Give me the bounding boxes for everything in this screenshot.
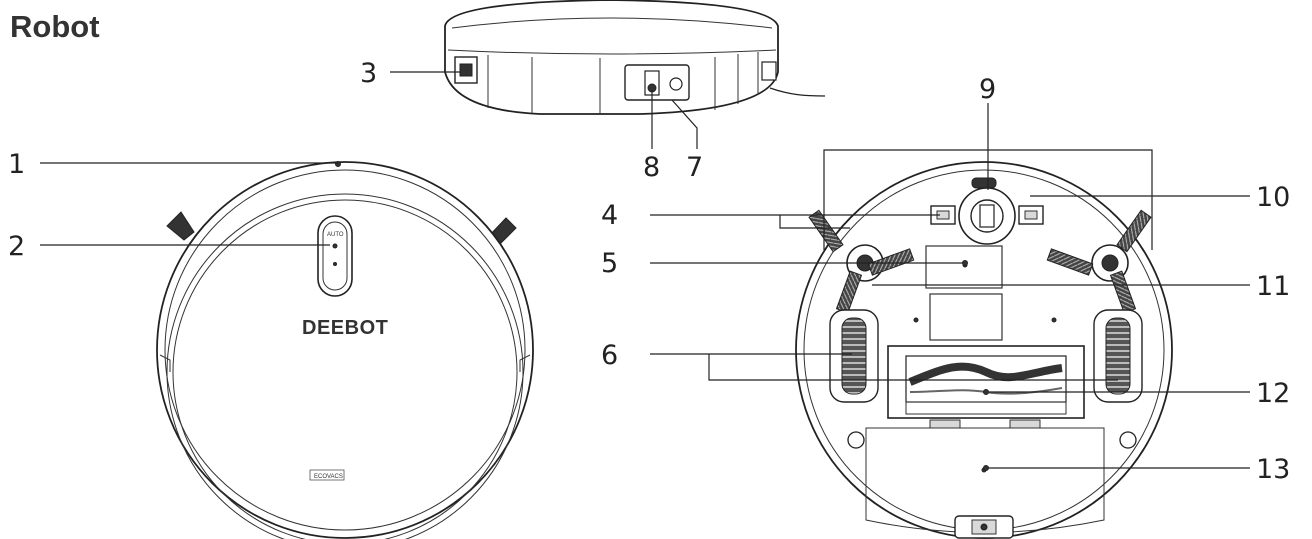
callout-numbers: 1 2 3 4 5 6 7 8 9 10 11 12 13 xyxy=(8,58,1290,485)
diagram-title: Robot xyxy=(10,9,100,44)
leader-line-4b xyxy=(779,215,850,229)
callout-1: 1 xyxy=(8,149,25,180)
callout-11: 11 xyxy=(1256,271,1290,302)
callout-8: 8 xyxy=(643,152,660,183)
callout-7: 7 xyxy=(686,152,703,183)
leader-bracket-top xyxy=(823,149,1153,250)
robot-side-view xyxy=(444,0,826,115)
callout-13: 13 xyxy=(1256,454,1290,485)
leader-line-7 xyxy=(671,99,698,149)
auto-button-label: AUTO xyxy=(327,232,344,238)
callout-2: 2 xyxy=(8,231,25,262)
callout-4: 4 xyxy=(601,200,618,231)
badge-text: ECOVACS xyxy=(314,474,343,480)
callout-5: 5 xyxy=(601,248,618,279)
robot-top-view: AUTO DEEBOT ECOVACS xyxy=(156,161,534,539)
robot-bottom-view xyxy=(795,161,1173,539)
leader-line-6b xyxy=(708,354,1118,381)
leader-lines xyxy=(40,71,1250,471)
callout-6: 6 xyxy=(601,340,618,371)
brand-logo-text: DEEBOT xyxy=(302,317,388,339)
callout-9: 9 xyxy=(979,74,996,105)
callout-10: 10 xyxy=(1256,182,1290,213)
callout-12: 12 xyxy=(1256,378,1290,409)
callout-3: 3 xyxy=(360,58,377,89)
